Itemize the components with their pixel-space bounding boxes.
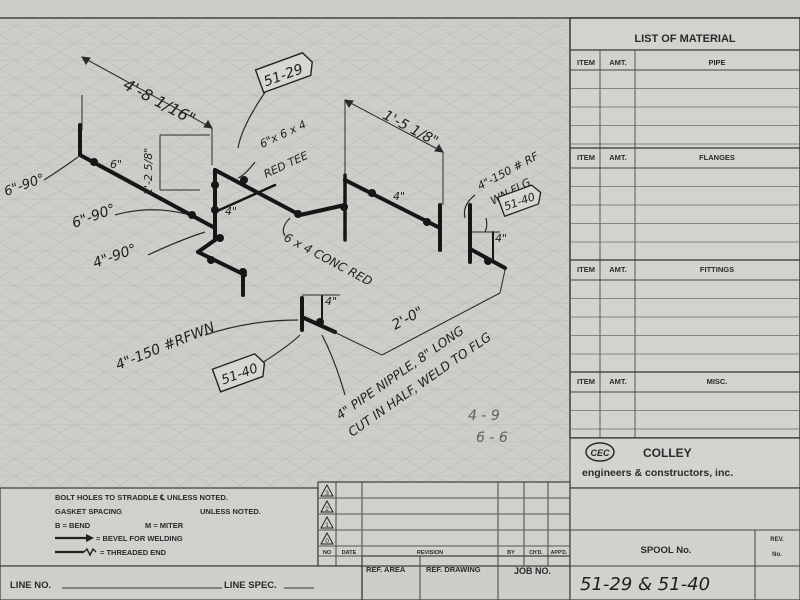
general-notes: BOLT HOLES TO STRADDLE ℄ UNLESS NOTED. G… (0, 487, 319, 567)
dim-six-inch-run: 6" (110, 158, 122, 171)
amt-header: AMT. (609, 153, 627, 162)
misc-header: MISC. (707, 377, 728, 386)
rev-label: REV. (770, 537, 784, 543)
amt-header: AMT. (609, 58, 627, 67)
fittings-header: FITTINGS (700, 265, 734, 274)
spool-tag-51-29: 51-29 (254, 52, 313, 94)
company-name: COLLEY (643, 446, 692, 460)
dim-vertical-drop: 2'-2 5/8" (142, 148, 155, 195)
dimension-lines (81, 56, 506, 356)
rev-triangles: 3 2 1 0 (320, 483, 334, 545)
rev-col-chd: CH'D. (529, 550, 543, 556)
line-no-label: LINE NO. (10, 580, 51, 591)
svg-text:CEC: CEC (590, 448, 610, 458)
dim-flange-gap-right: 4" (495, 232, 507, 245)
misc-section: ITEM AMT. MISC. (577, 377, 727, 386)
material-list-title: LIST OF MATERIAL (634, 33, 736, 45)
pencil-mark-1: 4 - 9 (468, 408, 500, 424)
weld-points (90, 158, 492, 326)
pencil-mark-2: 6 - 6 (476, 430, 508, 446)
rev-number: 0 (325, 538, 329, 545)
note-bend: B = BEND (55, 521, 91, 530)
company-block: CEC COLLEY engineers & constructors, inc… (569, 437, 800, 489)
rev-col-date: DATE (342, 550, 357, 556)
rev-col-no: NO (323, 550, 332, 556)
cec-logo: CEC (585, 442, 615, 462)
spool-no-label: SPOOL No. (640, 545, 691, 556)
pipe-section: ITEM AMT. PIPE (577, 58, 726, 67)
spool-number-value: 51-29 & 51-40 (580, 574, 710, 595)
title-block: LINE NO. LINE SPEC. REF. AREA REF. DRAWI… (0, 487, 800, 600)
amt-header: AMT. (609, 377, 627, 386)
flanges-section: ITEM AMT. FLANGES (577, 153, 735, 162)
item-header: ITEM (577, 153, 595, 162)
rev-col-appd: APP'D. (551, 550, 568, 556)
material-list-rows (570, 69, 800, 439)
ref-drawing-label: REF. DRAWING (426, 565, 481, 574)
material-list: LIST OF MATERIAL ITEM AMT. PIPE ITEM AMT… (569, 17, 800, 439)
note-miter: M = MITER (145, 521, 184, 530)
job-no-label: JOB NO. (514, 566, 551, 576)
threaded-end-symbol (55, 547, 97, 557)
rev-col-revision: REVISION (417, 550, 443, 556)
note-bolt-holes: BOLT HOLES TO STRADDLE ℄ UNLESS NOTED. (55, 493, 228, 502)
note-gasket-spacing: GASKET SPACING (55, 507, 122, 516)
leader-lines (43, 87, 488, 396)
item-header: ITEM (577, 58, 595, 67)
rev-col-by: BY (507, 550, 515, 556)
item-header: ITEM (577, 377, 595, 386)
pipe-header: PIPE (708, 58, 725, 67)
ref-area-label: REF. AREA (366, 565, 406, 574)
dim-four-inch-branch: 4" (393, 190, 405, 203)
dim-four-inch-tee: 4" (225, 205, 237, 218)
note-threaded: = THREADED END (100, 548, 167, 557)
spool-tag-51-40-right: 51-40 (496, 184, 542, 218)
note-bevel: = BEVEL FOR WELDING (96, 534, 183, 543)
note-unless-noted: UNLESS NOTED. (200, 507, 261, 516)
rev-number: 3 (325, 490, 329, 497)
amt-header: AMT. (609, 265, 627, 274)
fittings-section: ITEM AMT. FITTINGS (577, 265, 734, 274)
line-spec-label: LINE SPEC. (224, 580, 277, 591)
rev-number: 2 (325, 506, 329, 513)
flanges-header: FLANGES (699, 153, 735, 162)
revision-block: 3 2 1 0 NO DATE REVISION BY CH'D. APP'D. (317, 481, 571, 567)
item-header: ITEM (577, 265, 595, 274)
bevel-symbol (55, 534, 94, 542)
dim-flange-gap-lower: 4" (325, 295, 337, 308)
company-subtitle: engineers & constructors, inc. (582, 467, 733, 479)
rev-number: 1 (325, 522, 329, 529)
rev-no-label: No. (772, 552, 782, 558)
